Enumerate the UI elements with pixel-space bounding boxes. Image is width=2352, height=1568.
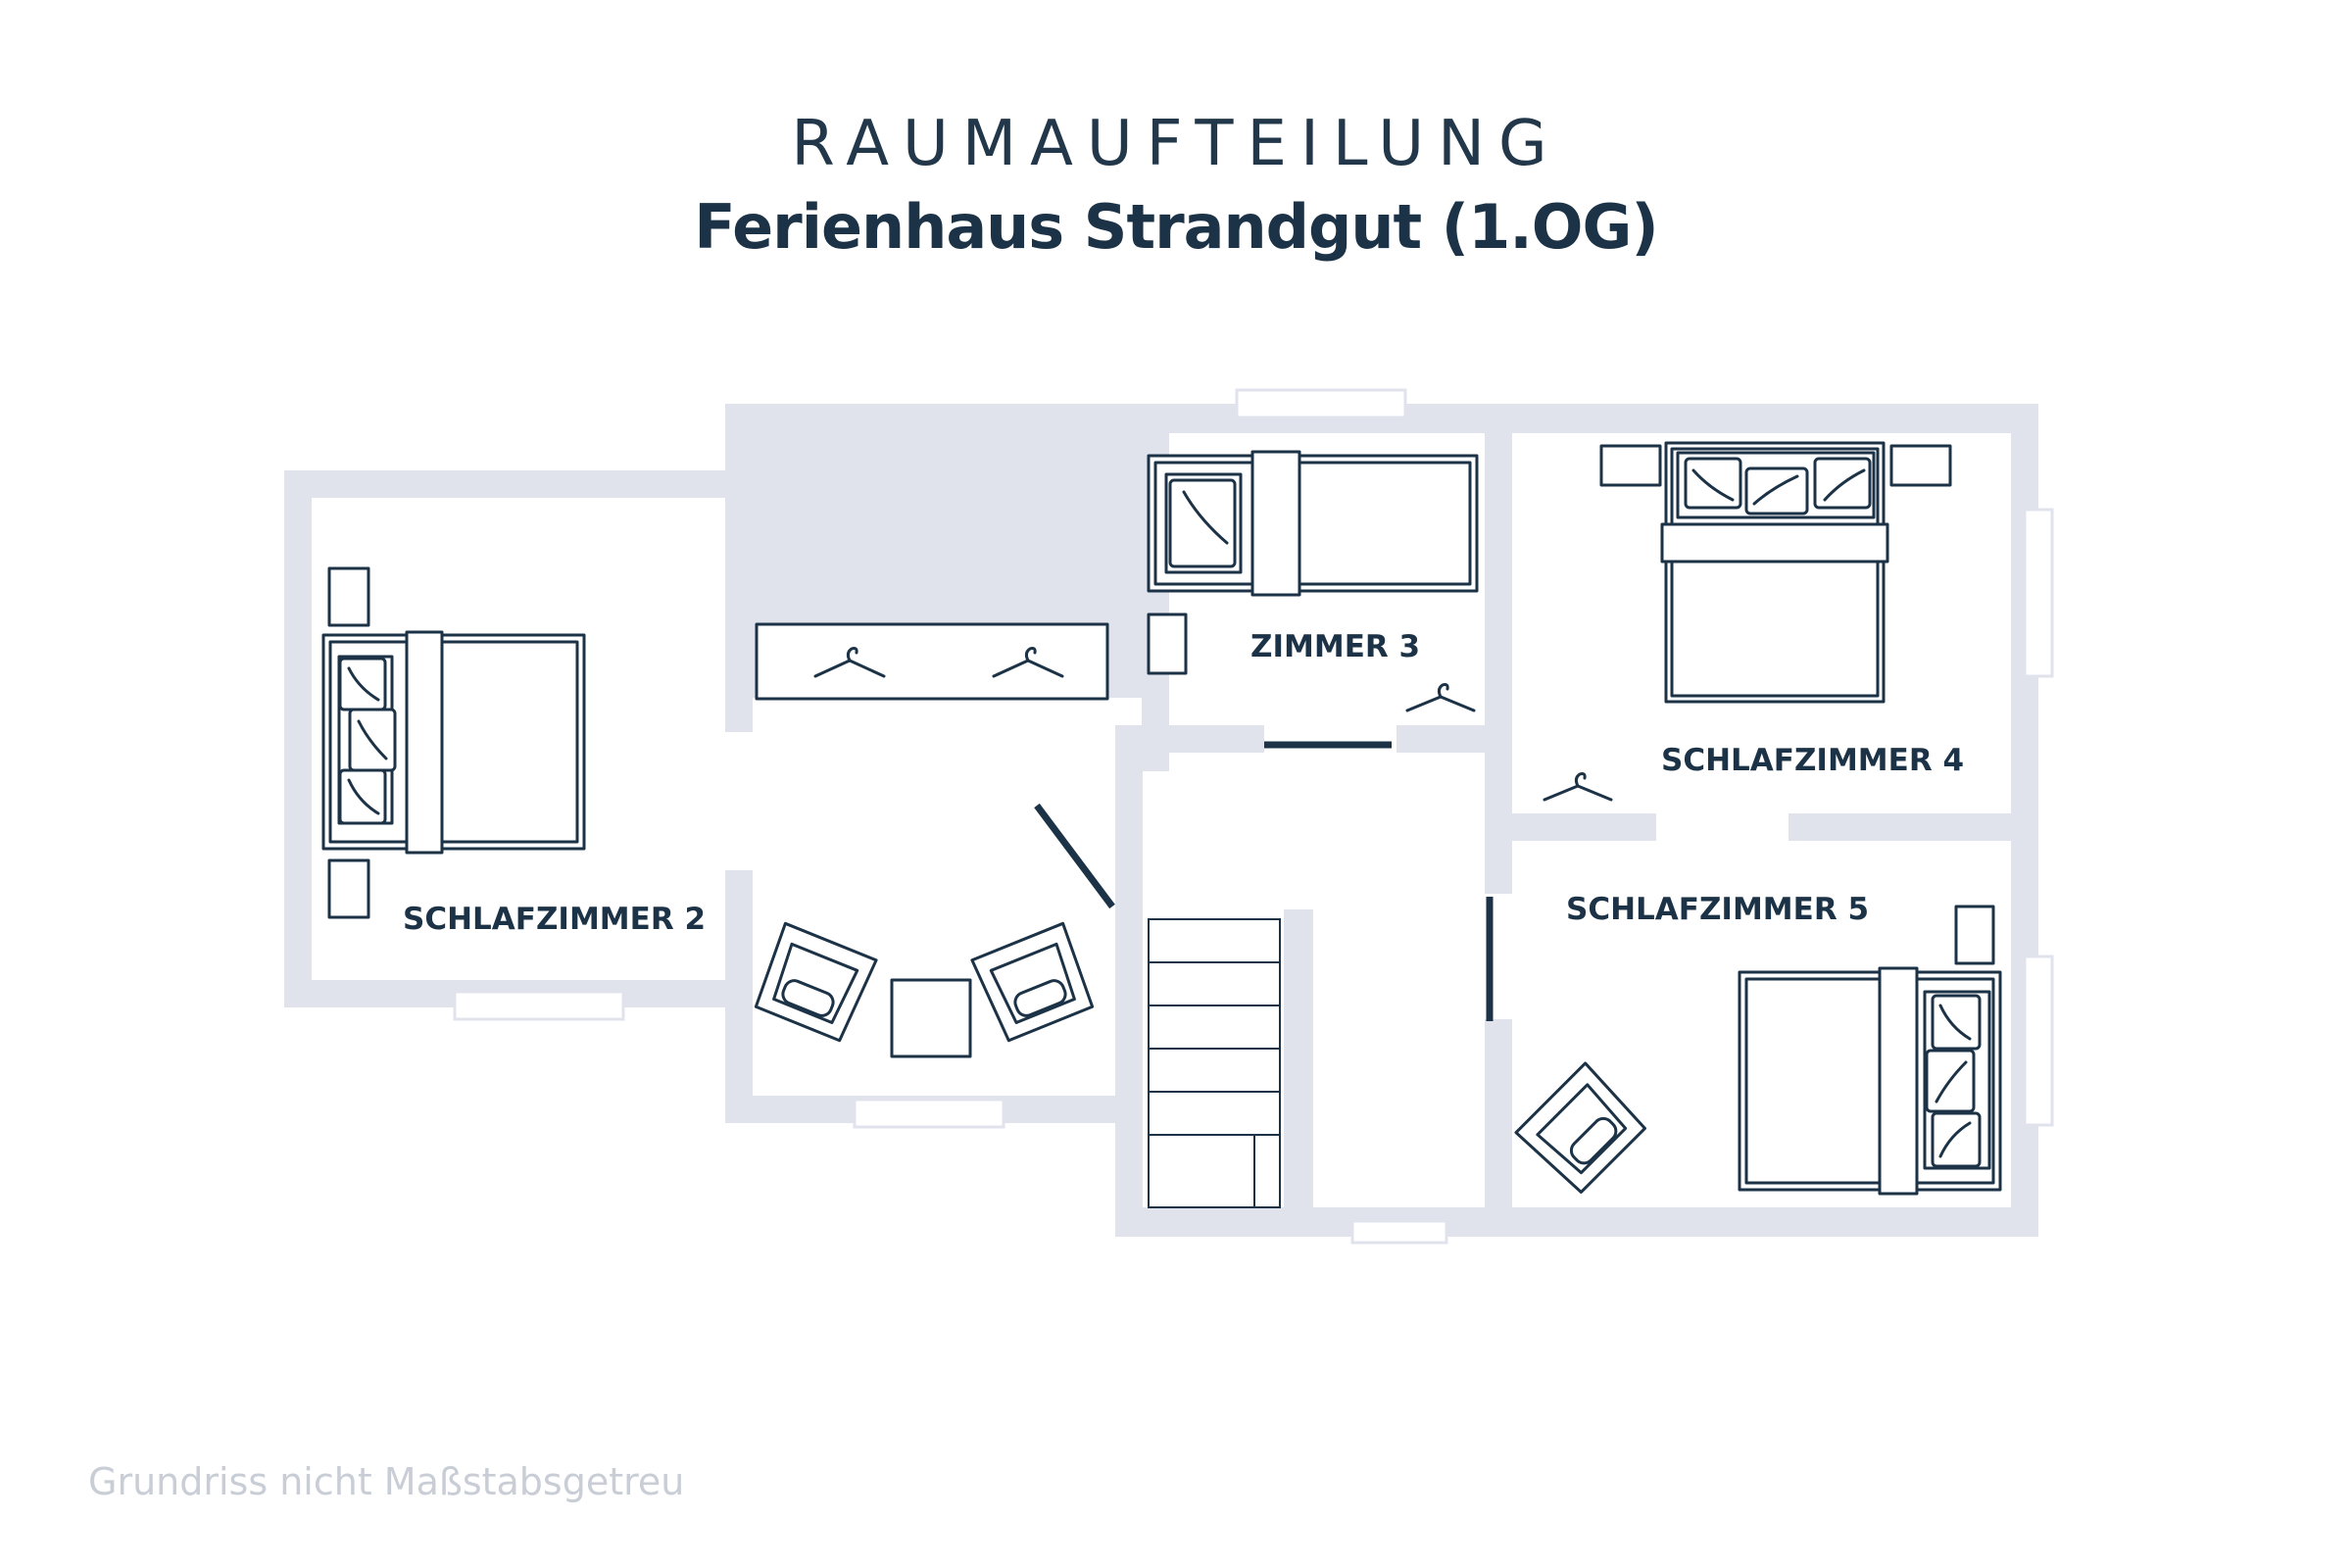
hanger-icon <box>1405 683 1476 712</box>
hanger-icon <box>992 647 1064 678</box>
room-label-zimmer-3: ZIMMER 3 <box>1250 629 1421 664</box>
window-icon <box>853 1098 1005 1129</box>
walls <box>284 404 2038 1237</box>
door-icon <box>1034 803 1115 909</box>
armchair-icon <box>970 921 1095 1043</box>
page-title: RAUMAUFTEILUNG <box>791 108 1561 180</box>
page-subtitle: Ferienhaus Strandgut (1.OG) <box>694 191 1658 263</box>
window-icon <box>2023 955 2054 1127</box>
window-icon <box>2023 508 2054 678</box>
window-icon <box>453 990 625 1021</box>
windows <box>453 388 2054 1245</box>
nightstand-icon <box>1889 444 1952 487</box>
hanger-icon <box>1543 772 1613 802</box>
bed-icon <box>1660 441 1889 704</box>
wardrobe <box>755 622 1109 701</box>
stairs-icon <box>1148 918 1281 1208</box>
side-table <box>890 978 972 1058</box>
bed-icon <box>321 630 586 855</box>
room-label-schlafzimmer-2: SCHLAFZIMMER 2 <box>403 902 707 937</box>
nightstand-icon <box>1147 612 1188 675</box>
room-label-schlafzimmer-4: SCHLAFZIMMER 4 <box>1661 743 1965 778</box>
bed-icon <box>1147 450 1479 597</box>
room-label-schlafzimmer-5: SCHLAFZIMMER 5 <box>1566 892 1870 927</box>
hanger-icon <box>813 647 886 678</box>
nightstand-icon <box>327 858 370 919</box>
armchair-icon <box>754 921 878 1043</box>
bed-icon <box>1738 966 2002 1196</box>
nightstand-icon <box>1954 905 1995 965</box>
scale-disclaimer: Grundriss nicht Maßstabsgetreu <box>88 1460 685 1503</box>
nightstand-icon <box>1599 444 1662 487</box>
armchair-icon <box>1514 1061 1646 1194</box>
doors <box>1034 741 1494 1021</box>
window-icon <box>1350 1219 1448 1245</box>
window-icon <box>1235 388 1407 419</box>
nightstand-icon <box>327 566 370 627</box>
